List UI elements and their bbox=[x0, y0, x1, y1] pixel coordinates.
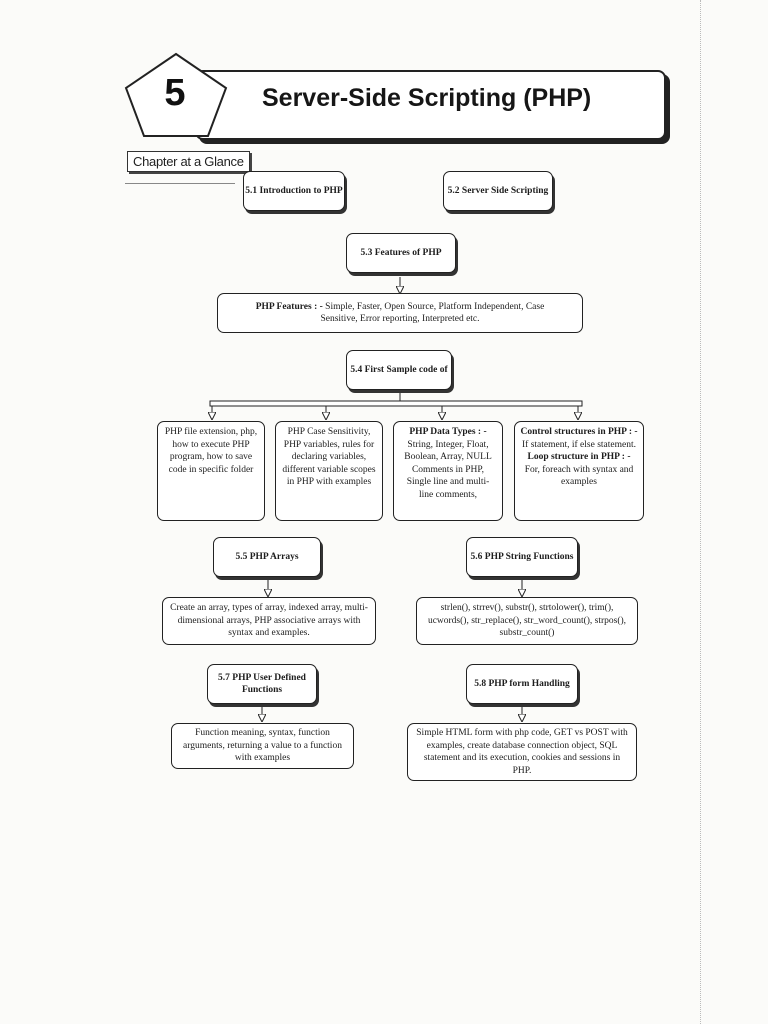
section-5-4-box: 5.4 First Sample code of bbox=[346, 350, 452, 390]
arrays-detail-box: Create an array, types of array, indexed… bbox=[162, 597, 376, 645]
loop-structure-label: Loop structure in PHP : - bbox=[527, 452, 631, 462]
chapter-title: Server-Side Scripting (PHP) bbox=[262, 84, 592, 112]
control-structures-label: Control structures in PHP : - bbox=[520, 427, 638, 437]
chapter-title-banner bbox=[195, 70, 666, 140]
data-types-text: String, Integer, Float, Boolean, Array, … bbox=[404, 439, 492, 500]
string-functions-detail-box: strlen(), strrev(), substr(), strtolower… bbox=[416, 597, 638, 645]
php-features-text: Simple, Faster, Open Source, Platform In… bbox=[320, 301, 545, 325]
topic-data-types-box: PHP Data Types : - String, Integer, Floa… bbox=[393, 421, 503, 521]
pentagon-icon bbox=[124, 52, 228, 137]
page-edge-line bbox=[700, 0, 701, 1024]
section-5-7-box: 5.7 PHP User Defined Functions bbox=[207, 664, 317, 704]
php-features-box: PHP Features : - Simple, Faster, Open So… bbox=[217, 293, 583, 333]
section-5-3-box: 5.3 Features of PHP bbox=[346, 233, 456, 273]
section-5-1-box: 5.1 Introduction to PHP bbox=[243, 171, 345, 211]
topic-control-structures-box: Control structures in PHP : - If stateme… bbox=[514, 421, 644, 521]
section-5-5-box: 5.5 PHP Arrays bbox=[213, 537, 321, 577]
loop-structure-text: For, foreach with syntax and examples bbox=[524, 464, 634, 488]
user-functions-detail-box: Function meaning, syntax, function argum… bbox=[171, 723, 354, 769]
control-structures-text: If statement, if else statement. bbox=[522, 439, 636, 450]
section-5-8-box: 5.8 PHP form Handling bbox=[466, 664, 578, 704]
header-rule bbox=[125, 183, 235, 184]
topic-execution-box: PHP file extension, php, how to execute … bbox=[157, 421, 265, 521]
php-features-label: PHP Features : - bbox=[255, 301, 323, 312]
chapter-number: 5 bbox=[164, 72, 186, 114]
chapter-at-a-glance-label: Chapter at a Glance bbox=[127, 151, 250, 172]
topic-variables-box: PHP Case Sensitivity, PHP variables, rul… bbox=[275, 421, 383, 521]
form-handling-detail-box: Simple HTML form with php code, GET vs P… bbox=[407, 723, 637, 781]
data-types-label: PHP Data Types : - bbox=[409, 427, 487, 437]
section-5-2-box: 5.2 Server Side Scripting bbox=[443, 171, 553, 211]
section-5-6-box: 5.6 PHP String Functions bbox=[466, 537, 578, 577]
